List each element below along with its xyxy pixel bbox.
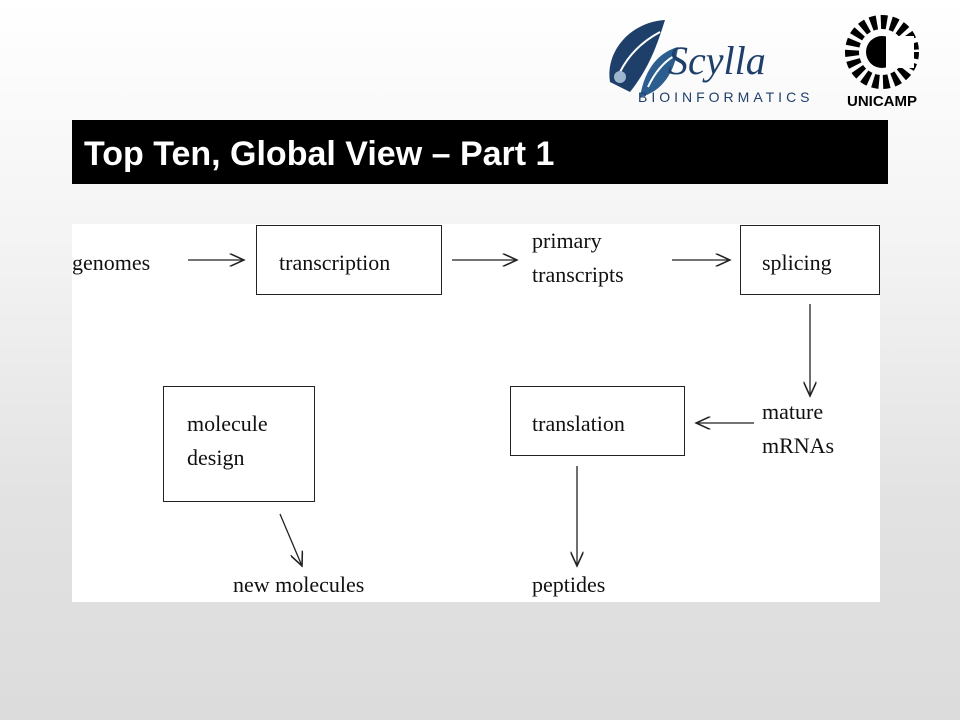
node-mature-line1: mature	[762, 399, 824, 424]
header-logos: Scylla BIOINFORMATICS UNICAMP	[0, 0, 960, 120]
node-molecule-line1: molecule	[187, 411, 268, 436]
unicamp-logo: UNICAMP	[845, 15, 919, 110]
scylla-subtitle: BIOINFORMATICS	[638, 89, 814, 105]
unicamp-name: UNICAMP	[847, 93, 917, 110]
molecule-design-box	[163, 386, 315, 502]
node-mature-line2: mRNAs	[762, 433, 835, 458]
edge-design-newmolecules	[279, 513, 302, 566]
node-peptides: peptides	[532, 572, 606, 597]
node-new-molecules: new molecules	[233, 572, 365, 597]
node-translation: translation	[532, 411, 625, 436]
diagram-arrows	[188, 224, 880, 602]
transcription-box	[256, 225, 442, 295]
flow-diagram: genomes transcription primary transcript…	[72, 224, 880, 602]
node-molecule-line2: design	[187, 445, 245, 470]
scylla-name: Scylla	[668, 38, 766, 83]
node-splicing: splicing	[762, 250, 832, 275]
splicing-box	[740, 225, 880, 295]
node-transcription: transcription	[279, 250, 391, 275]
slide-title: Top Ten, Global View – Part 1	[72, 120, 888, 184]
node-genomes: genomes	[72, 250, 151, 275]
node-primary-line2: transcripts	[532, 262, 624, 287]
node-primary-line1: primary	[532, 228, 602, 253]
unicamp-emblem-icon	[845, 15, 919, 89]
scylla-logo: Scylla BIOINFORMATICS	[609, 20, 814, 105]
scylla-leaf-icon	[609, 20, 678, 97]
translation-box	[510, 386, 685, 456]
